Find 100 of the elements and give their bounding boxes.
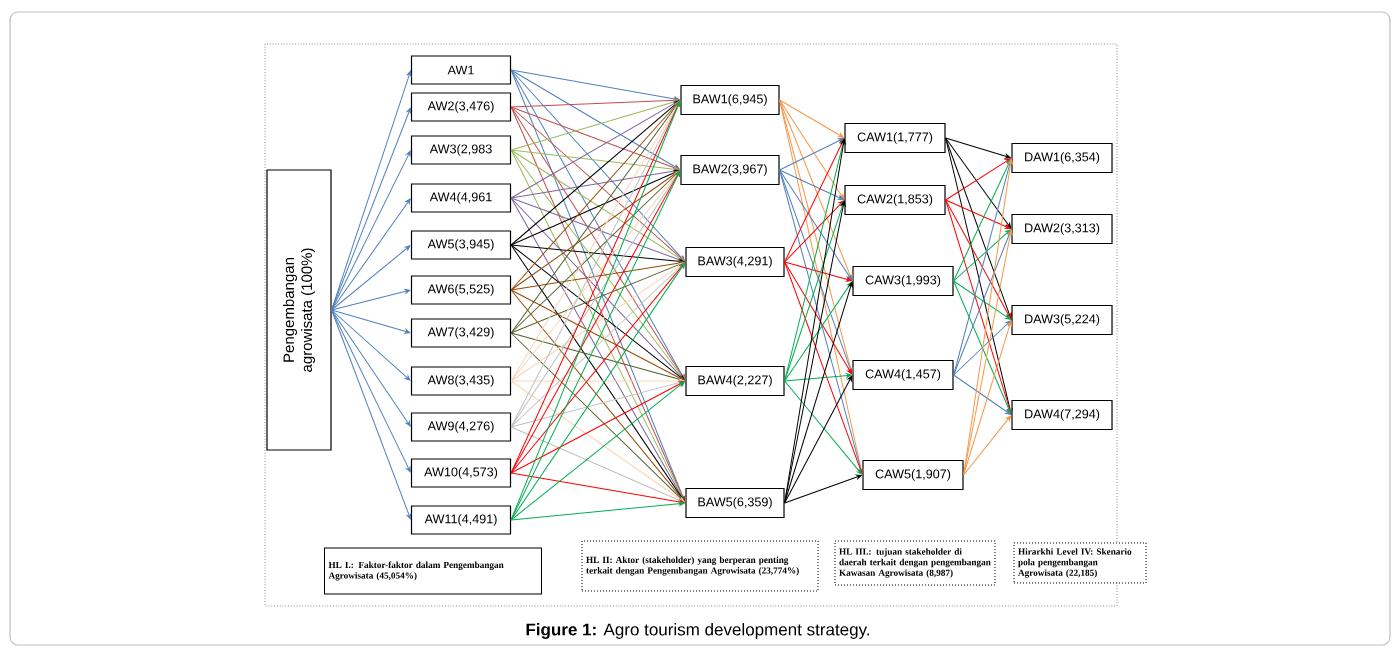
arrow [784, 261, 852, 282]
arrow [784, 380, 863, 475]
arrow [510, 149, 680, 172]
arrow [510, 261, 685, 334]
arrow [510, 170, 681, 428]
hierarchy-note: HL III.: tujuan stakeholder di daerah terkait dengan pengembangan Kawasan Agrowisata (8,987) [834, 540, 996, 586]
arrow [510, 426, 685, 503]
arrow [779, 99, 844, 138]
criteria-box: AW9(4,276) [410, 412, 512, 442]
arrow [510, 69, 680, 102]
arrow [331, 245, 411, 311]
hierarchy-note: HL I.: Faktor-faktor dalam Pengembangan Agrowisata (45,054%) [324, 547, 542, 595]
arrow [510, 99, 680, 151]
arrow [510, 472, 685, 505]
arrow [331, 309, 411, 473]
arrow [784, 261, 863, 475]
criteria-box: AW7(3,429) [410, 318, 512, 348]
arrow [784, 200, 845, 263]
arrow [953, 280, 1011, 320]
arrow [510, 380, 685, 428]
hierarchy-note: Hirarkhi Level IV: Skenario pola pengembangan Agrowisata (22,185) [1013, 542, 1147, 584]
arrow [784, 281, 853, 382]
arrow [945, 199, 1011, 229]
arrow [331, 289, 411, 311]
arrow [331, 309, 412, 520]
arrow [953, 229, 1012, 376]
arrow [953, 374, 1011, 415]
criteria-box: BAW2(3,967) [680, 154, 780, 186]
arrow [510, 100, 680, 246]
arrow [510, 69, 686, 262]
arrow [331, 198, 411, 311]
criteria-box: DAW2(3,313) [1011, 213, 1113, 245]
arrow [510, 100, 681, 291]
arrow [510, 381, 685, 474]
criteria-box: AW4(4,961 [410, 183, 512, 213]
arrow [784, 281, 854, 504]
criteria-box: BAW3(4,291) [685, 246, 785, 278]
criteria-box: DAW1(6,354) [1011, 142, 1113, 174]
arrow [779, 99, 845, 200]
arrow [510, 97, 680, 108]
criteria-box: AW10(4,573) [410, 458, 512, 488]
criteria-box: AW5(3,945) [410, 230, 512, 260]
arrow [510, 244, 685, 264]
arrow [331, 150, 411, 311]
arrow [779, 138, 844, 171]
criteria-box: DAW4(7,294) [1011, 399, 1113, 431]
arrow [953, 158, 1012, 282]
arrow [510, 289, 685, 381]
arrow [510, 100, 681, 334]
arrow [510, 170, 680, 334]
criteria-box: CAW1(1,777) [844, 122, 946, 154]
criteria-box: AW11(4,491) [410, 505, 512, 535]
criteria-box: CAW2(1,853) [844, 184, 946, 216]
criteria-box: CAW4(1,457) [852, 359, 954, 391]
criteria-box: AW2(3,476) [410, 92, 512, 122]
arrow [784, 261, 853, 375]
criteria-box: BAW1(6,945) [680, 84, 780, 116]
arrow [510, 378, 685, 384]
criteria-box: AW1 [410, 55, 512, 85]
factor-box: Pengembangan agrowisata (100%) [266, 169, 332, 451]
criteria-box: BAW4(2,227) [685, 365, 785, 397]
arrow [784, 200, 845, 382]
arrow [510, 260, 685, 291]
criteria-box: DAW3(5,224) [1011, 304, 1113, 336]
arrow [510, 170, 680, 246]
criteria-box: AW3(2,983 [410, 135, 512, 165]
criteria-box: AW8(3,435) [410, 366, 512, 396]
criteria-box: CAW3(1,993) [852, 265, 954, 297]
arrow [779, 169, 844, 200]
arrow [510, 106, 685, 262]
arrow [510, 170, 680, 291]
arrow [510, 262, 686, 474]
arrow [784, 474, 862, 504]
arrow [784, 375, 853, 504]
arrow [510, 69, 680, 170]
arrow [779, 169, 853, 281]
arrow [331, 309, 411, 334]
arrow [963, 415, 1012, 476]
arrow [953, 229, 1011, 282]
arrow [945, 137, 1012, 229]
arrow [331, 309, 411, 381]
criteria-box: AW6(5,525) [410, 275, 512, 305]
arrow [510, 106, 680, 171]
criteria-box: CAW5(1,907) [862, 459, 964, 491]
arrow [510, 289, 686, 503]
arrow [784, 200, 846, 504]
arrow [510, 149, 685, 262]
arrow [510, 168, 680, 199]
arrow [510, 262, 685, 428]
arrow [779, 99, 853, 281]
arrow [953, 280, 1012, 415]
arrow [963, 320, 1013, 476]
arrow [331, 107, 412, 311]
arrow [945, 158, 1011, 201]
arrow [953, 320, 1011, 376]
arrow [510, 332, 685, 382]
caption: Figure 1: Agro tourism development strategy. [526, 623, 869, 639]
arrow [784, 138, 845, 263]
arrow [510, 501, 685, 521]
arrow [784, 373, 852, 382]
